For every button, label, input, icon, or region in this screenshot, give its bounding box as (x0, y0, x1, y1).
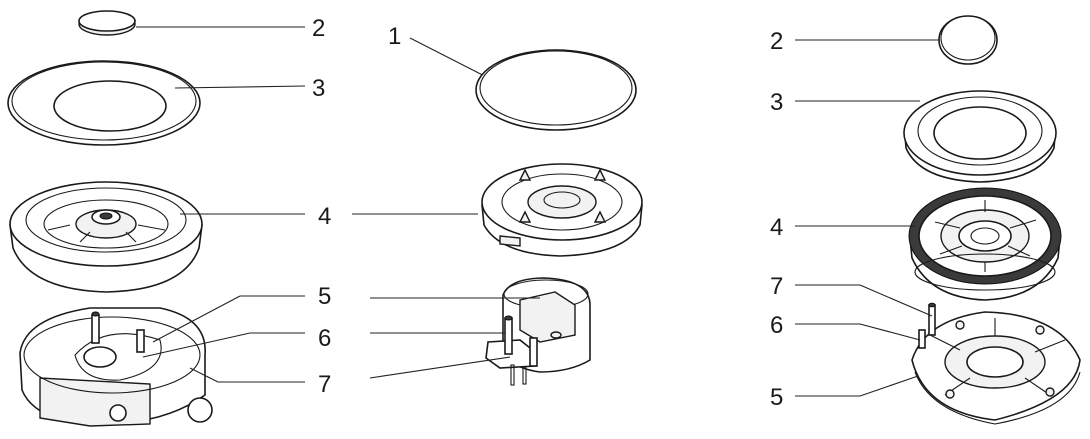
callout-right-3: 3 (770, 89, 783, 116)
burner-cap-center-icon: 1 (388, 23, 637, 131)
callout-right-4: 4 (770, 214, 783, 241)
callout-center-1: 1 (388, 23, 401, 50)
burner-head-center-icon (352, 163, 643, 257)
callout-right-2: 2 (770, 28, 783, 55)
burner-head-left-icon (9, 181, 305, 293)
callout-left-5: 5 (318, 283, 331, 310)
callout-left-3: 3 (312, 75, 325, 102)
burner-head-right-icon (795, 187, 1062, 301)
callout-left-7: 7 (318, 371, 331, 398)
burner-base-right-icon (795, 284, 1081, 425)
spreader-ring-icon (7, 60, 306, 146)
callout-left-2: 2 (312, 15, 325, 42)
callout-right-7: 7 (770, 273, 783, 300)
burner-base-left-icon (19, 295, 305, 427)
callout-right-5: 5 (770, 384, 783, 411)
burner-base-center-icon (369, 277, 591, 386)
burner-cap-small-icon (78, 10, 305, 36)
callout-left-6: 6 (318, 325, 331, 352)
spreader-ring-right-icon (795, 90, 1057, 183)
callout-left-4: 4 (318, 203, 331, 230)
callout-right-6: 6 (770, 312, 783, 339)
burner-cap-right-icon (795, 15, 998, 65)
